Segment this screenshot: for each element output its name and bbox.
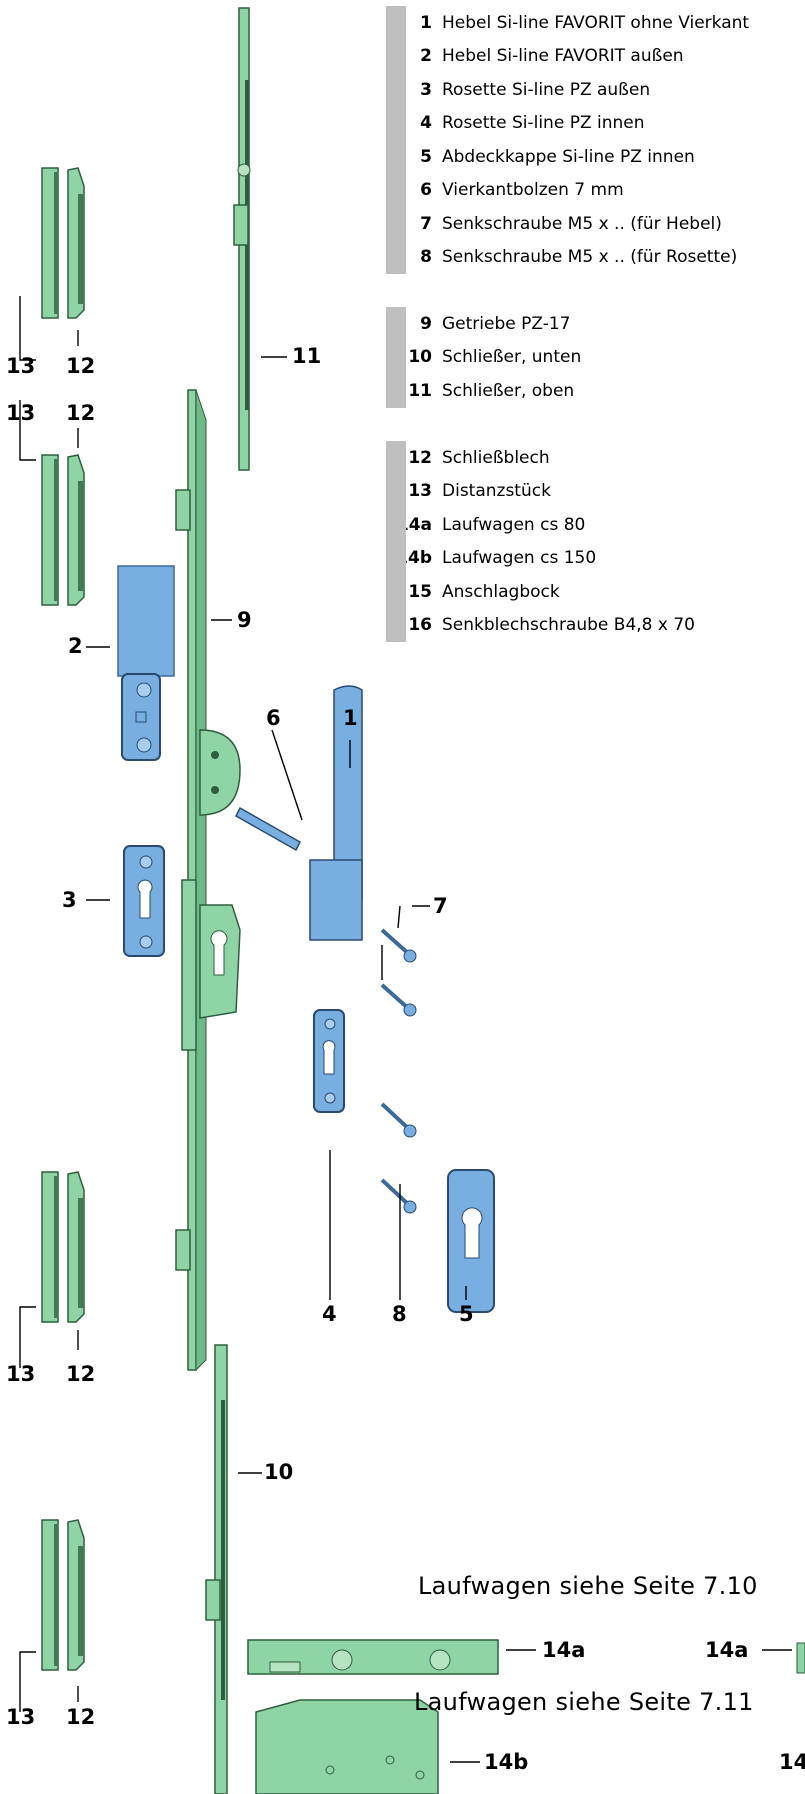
- cover-cap-part: [447, 1169, 495, 1313]
- legend-bar: [386, 441, 406, 642]
- legend-item-7: 7 Senkschraube M5 x .. (für Hebel): [386, 207, 749, 241]
- legend-item-11: 11 Schließer, oben: [386, 374, 581, 408]
- legend-item-label: Schließer, unten: [442, 347, 582, 368]
- callout-14a: 14a: [705, 1638, 749, 1662]
- legend-item-16: 16 Senkblechschraube B4,8 x 70: [386, 609, 695, 643]
- callout-13: 13: [6, 354, 36, 378]
- callout-11: 11: [292, 344, 322, 368]
- legend-item-number: 5: [420, 146, 432, 167]
- legend-item-3: 3 Rosette Si-line PZ außen: [386, 73, 749, 107]
- legend-item-number: 16: [408, 615, 432, 636]
- legend-item-label: Vierkantbolzen 7 mm: [442, 180, 624, 201]
- legend-item-number: 8: [420, 247, 432, 268]
- legend-item-number: 10: [408, 347, 432, 368]
- legend-item-label: Rosette Si-line PZ außen: [442, 79, 651, 100]
- legend-item-number: 13: [408, 481, 432, 502]
- callout-14: 14: [779, 1750, 805, 1774]
- legend-item-number: 7: [420, 213, 432, 234]
- legend-item-number: 11: [408, 380, 432, 401]
- legend-item-number: 6: [420, 180, 432, 201]
- note-laufwagen-page-7-10: Laufwagen siehe Seite 7.10: [418, 1572, 758, 1600]
- legend-item-label: Senkschraube M5 x .. (für Rosette): [442, 247, 738, 268]
- handle-outside-part: [117, 565, 175, 761]
- legend-item-1: 1 Hebel Si-line FAVORIT ohne Vierkant: [386, 6, 749, 40]
- gear-bar-part: [175, 389, 241, 1372]
- carriage-14b-part: [255, 1699, 439, 1794]
- callout-4: 4: [322, 1302, 337, 1326]
- legend-group-2: 9 Getriebe PZ-17 10 Schließer, unten 11 Sch…: [386, 307, 581, 408]
- callout-2: 2: [68, 634, 83, 658]
- callout-12: 12: [66, 401, 96, 425]
- legend-item-number: 15: [408, 581, 432, 602]
- callout-14b: 14b: [484, 1750, 529, 1774]
- legend-item-label: Hebel Si-line FAVORIT außen: [442, 46, 684, 67]
- callout-9: 9: [237, 608, 252, 632]
- legend-item-label: Senkschraube M5 x .. (für Hebel): [442, 213, 722, 234]
- legend-item-label: Laufwagen cs 80: [442, 514, 586, 535]
- rosette-outside-part: [123, 845, 165, 957]
- callout-12: 12: [66, 1362, 96, 1386]
- callout-8: 8: [392, 1302, 407, 1326]
- callout-14a: 14a: [542, 1638, 586, 1662]
- legend-item-number: 1: [420, 12, 432, 33]
- legend-item-label: Abdeckkappe Si-line PZ innen: [442, 146, 695, 167]
- strike-lower-part: [205, 1344, 228, 1794]
- square-bolt-part: [235, 806, 301, 852]
- legend-item-label: Rosette Si-line PZ innen: [442, 113, 645, 134]
- legend-item-13: 13 Distanzstück: [386, 475, 695, 509]
- strike-upper-part: [233, 7, 251, 471]
- callout-12: 12: [66, 354, 96, 378]
- rosette-inside-part: [313, 1009, 345, 1113]
- legend-item-10: 10 Schließer, unten: [386, 341, 581, 375]
- legend-item-label: Hebel Si-line FAVORIT ohne Vierkant: [442, 12, 750, 33]
- callout-10: 10: [264, 1460, 294, 1484]
- legend-item-label: Distanzstück: [442, 481, 551, 502]
- legend-item-number: 3: [420, 79, 432, 100]
- screws-rosette-part: [380, 1102, 417, 1214]
- callout-7: 7: [433, 894, 448, 918]
- callout-12: 12: [66, 1705, 96, 1729]
- note-laufwagen-page-7-11: Laufwagen siehe Seite 7.11: [414, 1688, 754, 1716]
- legend-item-label: Schließblech: [442, 447, 550, 468]
- legend-item-9: 9 Getriebe PZ-17: [386, 307, 581, 341]
- legend-item-label: Schließer, oben: [442, 380, 575, 401]
- legend-bar: [386, 6, 406, 274]
- callout-3: 3: [62, 888, 77, 912]
- legend-item-8: 8 Senkschraube M5 x .. (für Rosette): [386, 241, 749, 275]
- legend-item-label: Anschlagbock: [442, 581, 560, 602]
- legend-item-2: 2 Hebel Si-line FAVORIT außen: [386, 40, 749, 74]
- legend-item-label: Getriebe PZ-17: [442, 313, 571, 334]
- carriage-14a-part: [247, 1639, 805, 1675]
- leader-lines: [19, 296, 792, 1763]
- handle-part: [309, 685, 363, 941]
- callout-13: 13: [6, 1705, 36, 1729]
- legend-item-number: 2: [420, 46, 432, 67]
- legend-item-12: 12 Schließblech: [386, 441, 695, 475]
- legend-item-6: 6 Vierkantbolzen 7 mm: [386, 174, 749, 208]
- legend-bar: [386, 307, 406, 408]
- callout-6: 6: [266, 706, 281, 730]
- legend-item-number: 4: [420, 113, 432, 134]
- legend-item-5: 5 Abdeckkappe Si-line PZ innen: [386, 140, 749, 174]
- legend-item-number: 9: [420, 313, 432, 334]
- screws-handle-part: [380, 928, 417, 1017]
- legend-item-15: 15 Anschlagbock: [386, 575, 695, 609]
- callout-1: 1: [343, 706, 358, 730]
- legend-item-label: Senkblechschraube B4,8 x 70: [442, 615, 695, 636]
- legend-item-label: Laufwagen cs 150: [442, 548, 597, 569]
- callout-13: 13: [6, 401, 36, 425]
- legend-group-1: 1 Hebel Si-line FAVORIT ohne Vierkant 2 He…: [386, 6, 749, 274]
- legend-item-number: 12: [408, 447, 432, 468]
- callout-5: 5: [459, 1302, 474, 1326]
- callout-13: 13: [6, 1362, 36, 1386]
- legend-item-4: 4 Rosette Si-line PZ innen: [386, 107, 749, 141]
